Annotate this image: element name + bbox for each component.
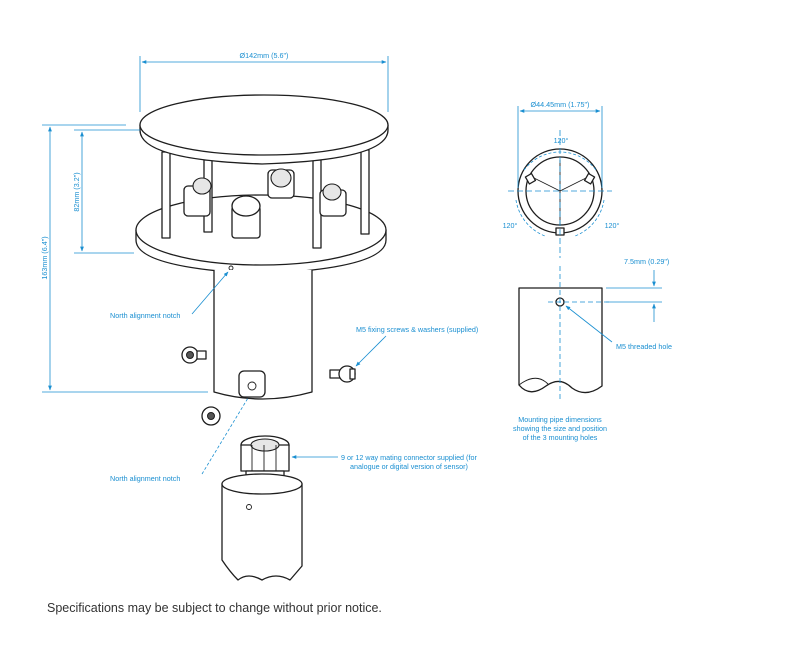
connector-label-2: analogue or digital version of sensor) bbox=[350, 462, 468, 471]
angle-left-label: 120° bbox=[503, 221, 518, 230]
connector-label-1: 9 or 12 way mating connector supplied (f… bbox=[341, 453, 477, 462]
pipe-caption-2: showing the size and position bbox=[513, 424, 607, 433]
pipe-diameter-label: Ø44.45mm (1.75") bbox=[531, 100, 590, 109]
transducer-left bbox=[183, 177, 212, 217]
screw-left bbox=[181, 346, 207, 364]
pipe-caption-1: Mounting pipe dimensions bbox=[518, 415, 602, 424]
mounting-pipe bbox=[221, 473, 303, 581]
height-total-label: 163mm (6.4") bbox=[40, 236, 49, 279]
diameter-top-label: Ø142mm (5.6") bbox=[240, 51, 289, 60]
mating-connector bbox=[240, 435, 290, 484]
pipe-diameter-dimension bbox=[517, 106, 603, 188]
washer bbox=[201, 406, 221, 426]
m5-screws-label: M5 fixing screws & washers (supplied) bbox=[356, 325, 478, 334]
pipe-side-view bbox=[518, 266, 662, 400]
pipe-caption-3: of the 3 mounting holes bbox=[523, 433, 598, 442]
m5-hole-label: M5 threaded hole bbox=[616, 342, 672, 351]
hole-offset-label: 7.5mm (0.29") bbox=[624, 257, 669, 266]
transducer-center bbox=[231, 195, 261, 239]
pipe-top-view bbox=[508, 130, 612, 258]
north-alignment-label-1: North alignment notch bbox=[110, 311, 180, 320]
angle-right-label: 120° bbox=[605, 221, 620, 230]
north-alignment-label-2: North alignment notch bbox=[110, 474, 180, 483]
angle-top-label: 120° bbox=[554, 136, 569, 145]
screw-right bbox=[329, 365, 356, 383]
dimension-lines-left bbox=[42, 56, 389, 475]
footer-note: Specifications may be subject to change … bbox=[47, 601, 382, 615]
height-cap-label: 82mm (3.2") bbox=[72, 172, 81, 211]
sensor-drawing bbox=[135, 94, 389, 581]
transducer-top bbox=[267, 168, 295, 199]
transducer-right bbox=[319, 183, 347, 217]
